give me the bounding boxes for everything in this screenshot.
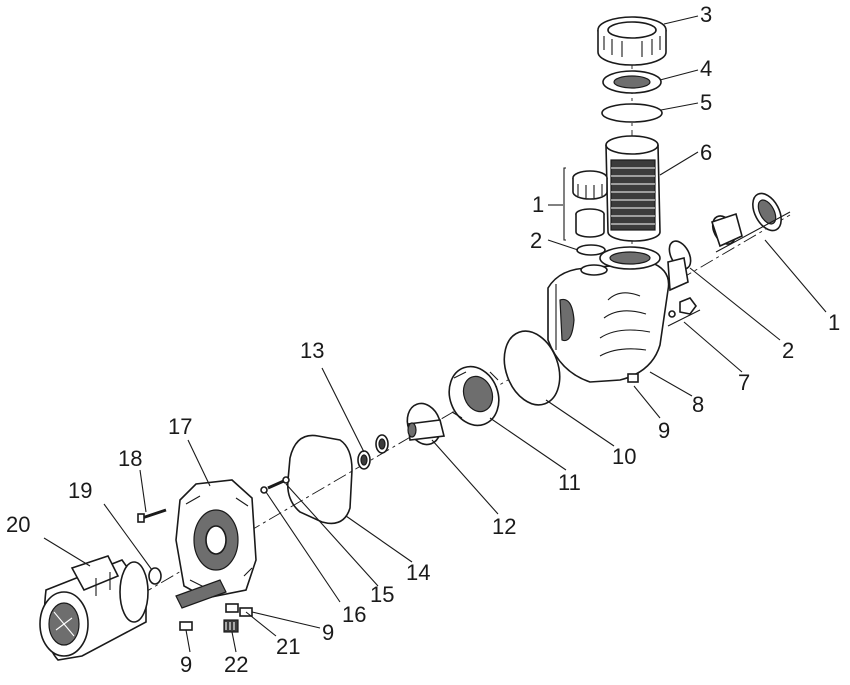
callout-18: 18	[118, 446, 142, 471]
part-3-lid-ring	[597, 16, 667, 66]
callout-labels: 3 4 5 6 1 2 1 2 7 8 9 10 11 12 13 14 15 …	[6, 2, 840, 677]
part-13-mechanical-seal	[357, 434, 389, 470]
part-6-strainer-basket	[605, 135, 661, 242]
part-12-impeller	[406, 402, 445, 446]
part-16-washer	[260, 486, 268, 494]
part-9-base-pad	[179, 621, 193, 631]
callout-1-right: 1	[828, 310, 840, 335]
callout-22: 22	[224, 652, 248, 677]
callout-20: 20	[6, 512, 30, 537]
callout-21: 21	[276, 634, 300, 659]
callout-5: 5	[700, 90, 712, 115]
callout-9-housing: 9	[658, 418, 670, 443]
callout-15: 15	[370, 582, 394, 607]
callout-7: 7	[738, 370, 750, 395]
part-9-plug-housing	[627, 373, 639, 383]
callout-16: 16	[342, 602, 366, 627]
callout-14: 14	[406, 560, 430, 585]
part-17-motor-bracket	[175, 479, 257, 599]
callout-9-seal: 9	[322, 620, 334, 645]
part-4-lid-seal	[602, 70, 662, 94]
part-8-pump-housing	[547, 246, 689, 383]
callout-3: 3	[700, 2, 712, 27]
part-10-housing-gasket	[503, 330, 561, 406]
part-2-o-ring-left	[576, 244, 606, 256]
callout-8: 8	[692, 392, 704, 417]
part-19-shaft-slinger	[148, 567, 162, 585]
callout-2-left: 2	[530, 228, 542, 253]
part-1-union-right	[710, 192, 791, 253]
part-18-bolt	[137, 508, 167, 523]
callout-1-left: 1	[532, 192, 544, 217]
callout-4: 4	[700, 56, 712, 81]
part-20-motor	[39, 555, 149, 661]
callout-13: 13	[300, 338, 324, 363]
part-5-o-ring	[601, 103, 663, 123]
callout-11: 11	[558, 470, 581, 495]
callout-17: 17	[168, 414, 192, 439]
callout-19: 19	[68, 478, 92, 503]
part-11-diffuser	[448, 365, 500, 427]
callout-12: 12	[492, 514, 516, 539]
part-7-drain-plug	[667, 297, 701, 327]
part-22-base-block	[223, 619, 239, 633]
leader-lines	[43, 15, 827, 653]
callout-10: 10	[612, 444, 636, 469]
callout-2-right: 2	[782, 338, 794, 363]
part-15-bolt	[267, 476, 290, 490]
callout-6: 6	[700, 140, 712, 165]
part-14-seal-plate-gasket	[286, 434, 353, 525]
callout-9-base: 9	[180, 652, 192, 677]
part-1-union-left	[563, 167, 608, 241]
